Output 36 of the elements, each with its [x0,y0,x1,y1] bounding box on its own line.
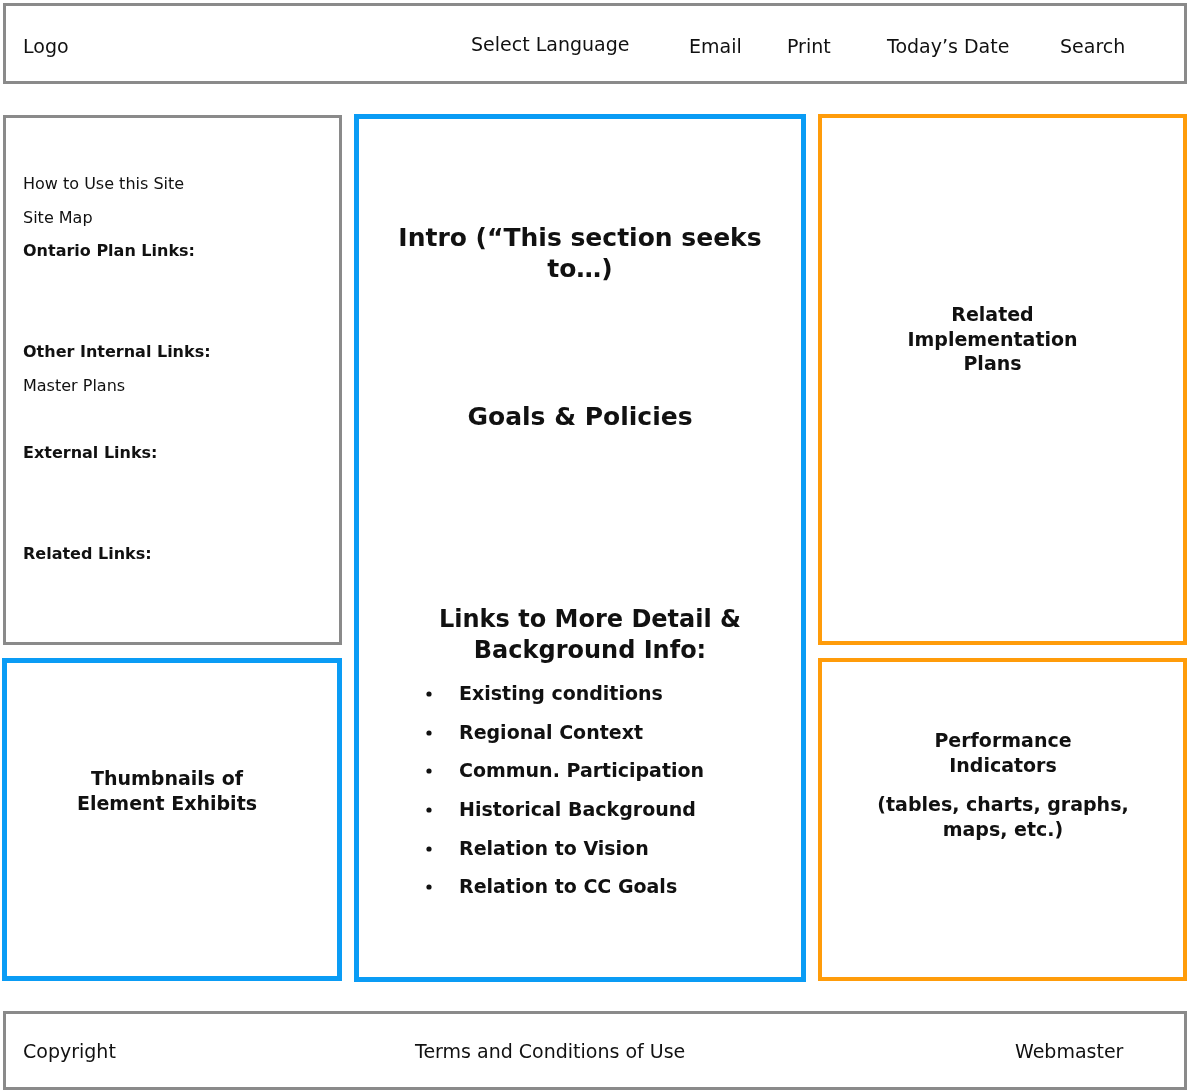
link-group-heading: Ontario Plan Links: [23,241,195,262]
sidebar-link: Master Plans [23,376,126,397]
panel-text: (tables, charts, graphs, maps, etc.) [876,792,1130,842]
footer-bar [3,1011,1187,1090]
footer-link: Webmaster [1015,1039,1124,1064]
implementation-plans-panel [818,114,1187,645]
panel-heading: Related Implementation Plans [906,302,1079,377]
footer-link: Copyright [23,1039,116,1064]
header-bar [3,3,1187,84]
link-group-heading: Other Internal Links: [23,342,211,363]
section-heading: Goals & Policies [466,401,694,433]
performance-indicators-panel [818,658,1187,981]
nav-link: Search [1060,34,1126,59]
sidebar-link: How to Use this Site [23,174,185,195]
nav-link: Email [689,34,742,59]
nav-link: Select Language [471,32,630,57]
link-group-heading: External Links: [23,443,158,464]
panel-text: Performance Indicators [933,728,1073,778]
list-item-text: Regional Context [459,723,643,742]
list-item-text: Relation to CC Goals [459,877,678,896]
sidebar-link: Site Map [23,208,93,229]
list-item-text: Commun. Participation [459,761,705,780]
footer-link: Terms and Conditions of Use [415,1039,686,1064]
list-item-text: Existing conditions [459,684,663,703]
link-group-heading: Related Links: [23,544,152,565]
section-heading: Intro (“This section seeks to…) [397,222,763,285]
nav-link: Print [787,34,831,59]
thumbnails-panel [2,658,342,981]
sidebar-links-panel [3,115,342,645]
section-heading: Links to More Detail & Background Info: [438,604,742,667]
panel-heading: Thumbnails of Element Exhibits [75,766,259,816]
list-item-text: Historical Background [459,800,696,819]
nav-link: Logo [23,34,69,59]
nav-link: Today’s Date [887,34,1010,59]
main-content-panel [354,114,806,982]
list-item-text: Relation to Vision [459,839,649,858]
